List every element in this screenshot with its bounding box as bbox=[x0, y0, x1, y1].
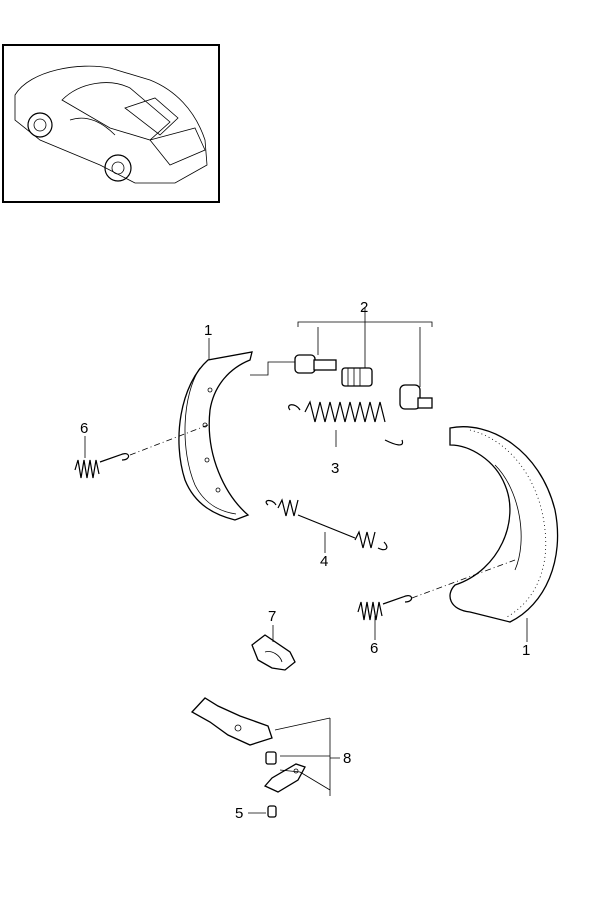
callout-adjuster-set[interactable]: 2 bbox=[360, 299, 368, 316]
hold-down-spring-right[interactable] bbox=[357, 595, 413, 621]
callout-lever-set[interactable]: 8 bbox=[343, 750, 351, 767]
lower-return-spring[interactable] bbox=[265, 498, 388, 551]
small-spacer[interactable] bbox=[267, 805, 277, 818]
adjuster-bolt[interactable] bbox=[294, 354, 337, 374]
callout-upper-return-spring[interactable]: 3 bbox=[331, 460, 339, 477]
upper-return-spring[interactable] bbox=[288, 400, 404, 446]
leader-lines bbox=[84, 338, 528, 814]
brake-shoe-right[interactable] bbox=[449, 426, 559, 623]
lever-set[interactable] bbox=[190, 697, 306, 793]
callout-hold-down-spring-left[interactable]: 6 bbox=[80, 420, 88, 437]
callout-brake-shoe-right[interactable]: 1 bbox=[522, 642, 530, 659]
hold-down-spring-left[interactable] bbox=[74, 453, 130, 479]
retaining-clip[interactable] bbox=[251, 634, 296, 671]
adjuster-sleeve[interactable] bbox=[399, 384, 433, 410]
callout-brake-shoe-left[interactable]: 1 bbox=[204, 322, 212, 339]
callout-labels: 1 2 3 4 5 6 6 7 8 1 bbox=[80, 299, 530, 822]
callout-retaining-clip[interactable]: 7 bbox=[268, 608, 276, 625]
vehicle-thumbnail[interactable] bbox=[2, 44, 220, 203]
callout-lower-return-spring[interactable]: 4 bbox=[320, 553, 328, 570]
adjuster-wheel[interactable] bbox=[341, 367, 373, 387]
callout-small-spacer[interactable]: 5 bbox=[235, 805, 243, 822]
brake-shoe-left[interactable] bbox=[178, 351, 253, 521]
callout-hold-down-spring-right[interactable]: 6 bbox=[370, 640, 378, 657]
